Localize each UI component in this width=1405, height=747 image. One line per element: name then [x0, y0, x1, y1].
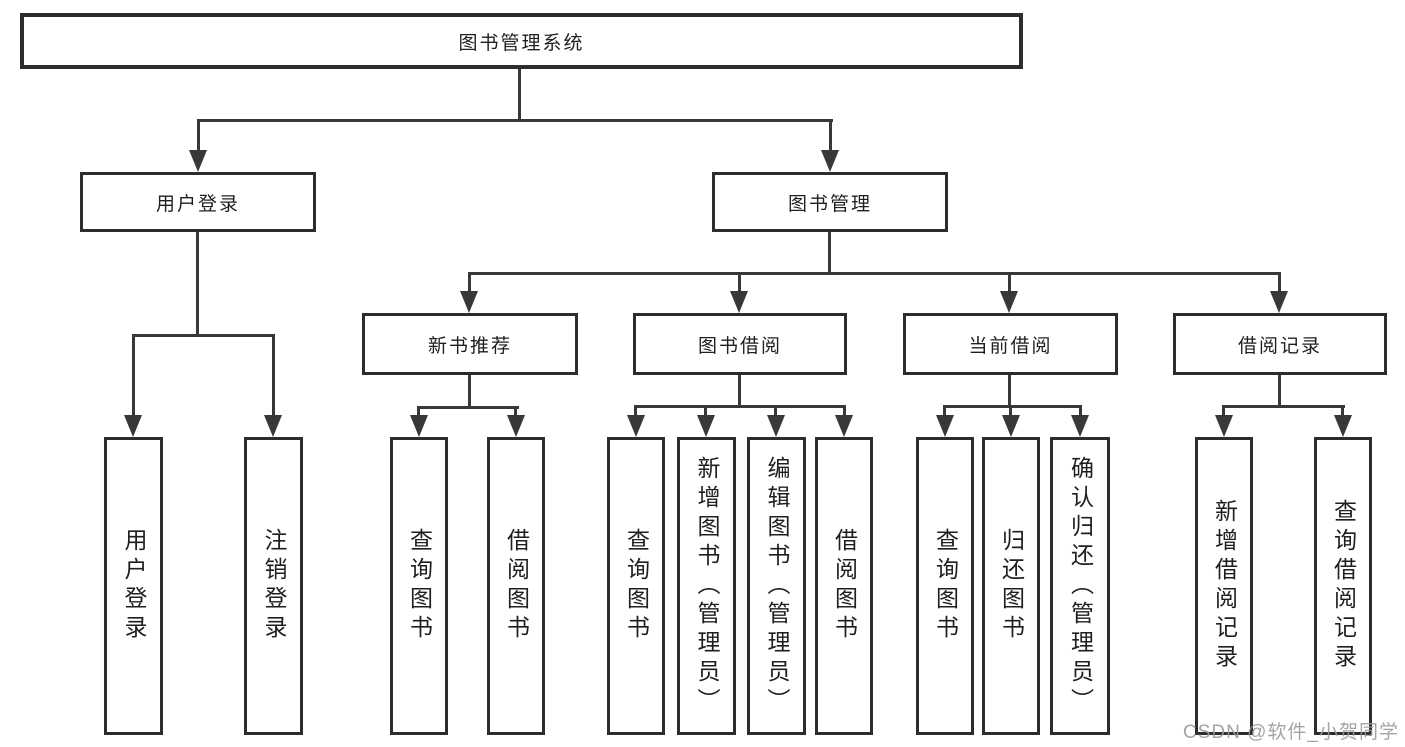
- arrow-down-icon: [1000, 291, 1018, 313]
- connector-line: [829, 119, 832, 152]
- arrow-down-icon: [835, 415, 853, 437]
- arrow-down-icon: [1002, 415, 1020, 437]
- node-query-books-current: 查询图书: [916, 437, 974, 735]
- connector-line: [943, 405, 1082, 408]
- node-confirm-return-admin: 确认归还（管理员）: [1050, 437, 1110, 735]
- connector-line: [828, 232, 831, 274]
- arrow-down-icon: [1334, 415, 1352, 437]
- arrow-down-icon: [460, 291, 478, 313]
- node-borrow-books-borrowing: 借阅图书: [815, 437, 873, 735]
- connector-line: [774, 405, 777, 417]
- connector-line: [417, 406, 519, 409]
- arrow-down-icon: [821, 150, 839, 172]
- node-label: 借阅图书: [831, 528, 858, 644]
- arrow-down-icon: [124, 415, 142, 437]
- node-user-login: 用户登录: [80, 172, 316, 232]
- connector-line: [197, 119, 200, 152]
- arrow-down-icon: [1270, 291, 1288, 313]
- arrow-down-icon: [189, 150, 207, 172]
- connector-line: [468, 375, 471, 409]
- node-book-management: 图书管理: [712, 172, 948, 232]
- connector-line: [738, 375, 741, 408]
- node-query-books-borrowing: 查询图书: [607, 437, 665, 735]
- connector-line: [272, 334, 275, 416]
- connector-line: [197, 119, 833, 122]
- node-label: 图书管理系统: [458, 32, 585, 54]
- node-label: 确认归还（管理员）: [1067, 455, 1094, 717]
- arrow-down-icon: [1215, 415, 1233, 437]
- connector-line: [738, 272, 741, 294]
- node-query-books-recommend: 查询图书: [390, 437, 448, 735]
- connector-line: [1008, 272, 1011, 294]
- arrow-down-icon: [627, 415, 645, 437]
- connector-line: [417, 406, 420, 418]
- node-label: 新增借阅记录: [1211, 499, 1238, 673]
- node-label: 图书借阅: [697, 335, 782, 357]
- connector-line: [132, 334, 135, 416]
- connector-line: [1222, 405, 1225, 417]
- node-label: 查询借阅记录: [1330, 499, 1357, 673]
- arrow-down-icon: [697, 415, 715, 437]
- node-library-management-system: 图书管理系统: [20, 13, 1023, 69]
- node-label: 用户登录: [155, 193, 240, 215]
- node-label: 注销登录: [261, 528, 287, 644]
- node-borrow-books-recommend: 借阅图书: [487, 437, 545, 735]
- connector-line: [1341, 405, 1344, 417]
- arrow-down-icon: [264, 415, 282, 437]
- arrow-down-icon: [410, 415, 428, 437]
- node-label: 当前借阅: [968, 335, 1053, 357]
- node-label: 借阅图书: [503, 528, 530, 644]
- connector-line: [704, 405, 707, 417]
- arrow-down-icon: [730, 291, 748, 313]
- node-add-borrow-record: 新增借阅记录: [1195, 437, 1253, 735]
- node-label: 新增图书（管理员）: [694, 455, 720, 717]
- node-label: 图书管理: [787, 193, 872, 215]
- node-logout: 注销登录: [244, 437, 303, 735]
- connector-line: [1222, 405, 1345, 408]
- node-label: 查询图书: [932, 528, 959, 644]
- node-label: 用户登录: [121, 528, 147, 644]
- node-query-borrow-record: 查询借阅记录: [1314, 437, 1372, 735]
- node-current-borrowing: 当前借阅: [903, 313, 1118, 375]
- node-book-borrowing: 图书借阅: [633, 313, 847, 375]
- connector-line: [634, 405, 846, 408]
- node-borrowing-records: 借阅记录: [1173, 313, 1387, 375]
- node-label: 借阅记录: [1237, 335, 1322, 357]
- connector-line: [468, 272, 471, 294]
- connector-line: [1278, 375, 1281, 408]
- connector-line: [1278, 272, 1281, 294]
- connector-line: [1079, 405, 1082, 417]
- connector-line: [1008, 375, 1011, 408]
- node-edit-book-admin: 编辑图书（管理员）: [747, 437, 806, 735]
- node-label: 编辑图书（管理员）: [764, 455, 790, 717]
- node-new-book-recommend: 新书推荐: [362, 313, 578, 375]
- connector-line: [132, 334, 275, 337]
- node-label: 查询图书: [623, 528, 650, 644]
- connector-line: [196, 232, 199, 336]
- connector-line: [514, 406, 517, 418]
- node-user-login-leaf: 用户登录: [104, 437, 163, 735]
- connector-line: [843, 405, 846, 417]
- arrow-down-icon: [1071, 415, 1089, 437]
- arrow-down-icon: [936, 415, 954, 437]
- connector-line: [943, 405, 946, 417]
- connector-line: [1009, 405, 1012, 417]
- csdn-watermark: CSDN @软件_小贺同学: [1183, 722, 1399, 743]
- connector-line: [518, 69, 521, 121]
- connector-line: [634, 405, 637, 417]
- node-label: 查询图书: [406, 528, 433, 644]
- arrow-down-icon: [767, 415, 785, 437]
- node-label: 新书推荐: [427, 335, 512, 357]
- connector-line: [468, 272, 1281, 275]
- node-return-book: 归还图书: [982, 437, 1040, 735]
- node-label: 归还图书: [998, 528, 1025, 644]
- arrow-down-icon: [507, 415, 525, 437]
- node-add-book-admin: 新增图书（管理员）: [677, 437, 736, 735]
